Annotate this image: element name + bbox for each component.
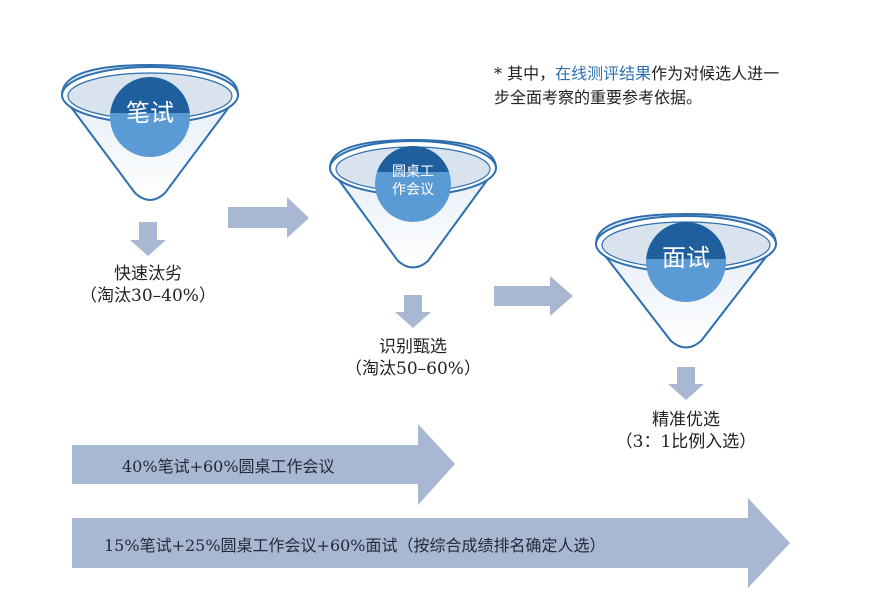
funnel-written-test [60,63,240,201]
weight-bar-label-1: 40%笔试+60%圆桌工作会议 [122,457,335,476]
stage-result-interview-title: 精准优选 [652,410,720,430]
weight-arrow-2 [72,498,790,588]
stage-result-roundtable-title: 识别甄选 [379,337,447,357]
down-arrow-2 [395,295,431,328]
right-arrow-2 [494,276,573,316]
note-highlight: 在线测评结果 [555,64,652,83]
down-arrow-3 [668,367,704,400]
stage-label-roundtable-line1: 圆桌工 [392,164,434,180]
funnel-roundtable [328,138,498,269]
note-rest: 作为对候选人进一步全面考察的重要参考依据。 [494,64,780,107]
stage-label-roundtable-line2: 作会议 [392,182,434,198]
stage-label-written-test: 笔试 [126,99,174,127]
circle-written-test [110,77,190,113]
note-prefix: * 其中， [494,64,556,83]
stage-result-written-test-detail: （淘汰30–40%） [80,286,216,306]
stage-result-interview: 精准优选 （3：1比例入选） [596,409,776,453]
stage-result-roundtable: 识别甄选 （淘汰50–60%） [323,336,503,380]
funnel-interview [594,212,778,349]
circle-roundtable [376,146,450,172]
circle-interview [646,222,726,259]
stage-result-written-test-title: 快速汰劣 [114,264,182,284]
note-text: * 其中，在线测评结果作为对候选人进一步全面考察的重要参考依据。 [494,62,794,110]
weight-bar-label-2: 15%笔试+25%圆桌工作会议+60%面试（按综合成绩排名确定人选） [104,536,606,555]
stage-result-roundtable-detail: （淘汰50–60%） [345,359,481,379]
weight-arrow-1 [72,424,455,505]
stage-label-roundtable: 圆桌工 作会议 [375,163,451,199]
down-arrow-1 [130,222,166,256]
stage-result-interview-detail: （3：1比例入选） [615,432,757,452]
stage-label-interview: 面试 [662,244,710,272]
stage-result-written-test: 快速汰劣 （淘汰30–40%） [58,263,238,307]
right-arrow-1 [228,197,309,238]
